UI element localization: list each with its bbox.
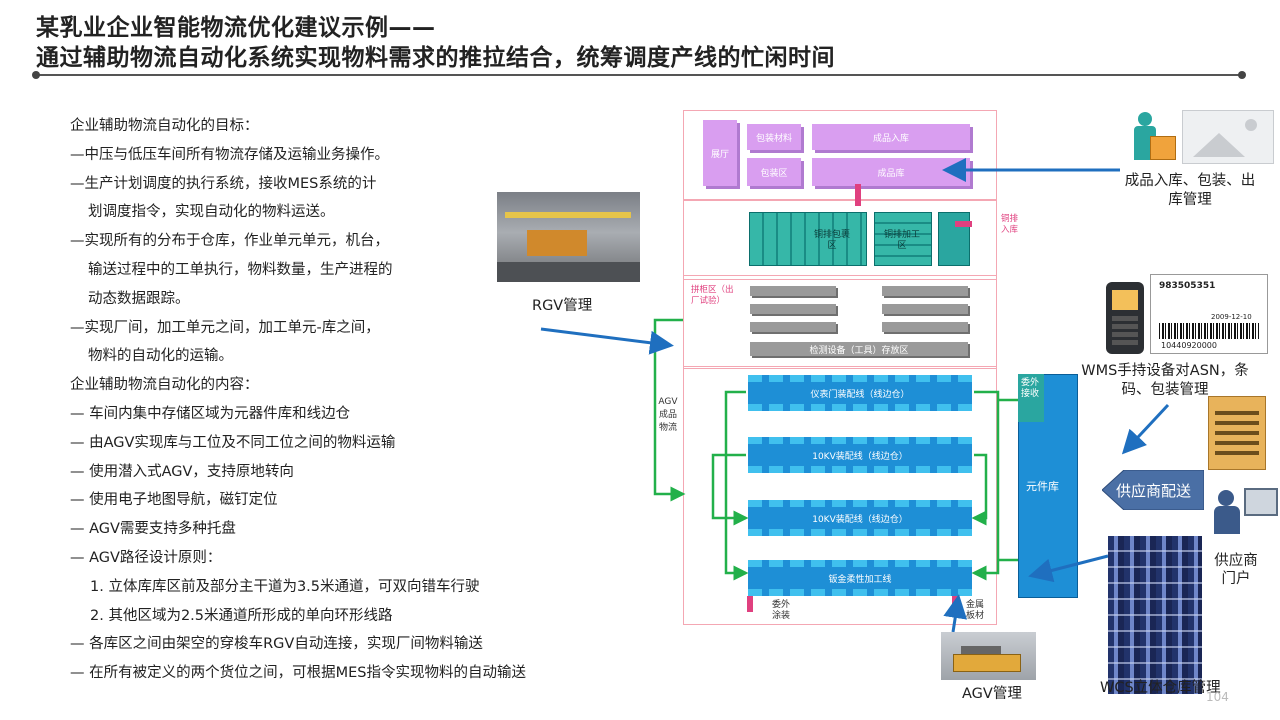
text-list: 企业辅助物流自动化的目标： —中压与低压车间所有物流存储及运输业务操作。 —生产计划… — [70, 112, 590, 688]
text-line: — AGV路径设计原则： — [70, 549, 222, 566]
text-line: 物料的自动化的运输。 — [88, 348, 233, 365]
divider-dot-left — [32, 71, 40, 79]
supplier-portal-caption: 供应商门户 — [1214, 553, 1258, 587]
supplier-delivery-box: 供应商配送 — [1101, 469, 1205, 511]
barcode-digits: 10440920000 — [1161, 341, 1217, 350]
wcs-arrow — [1028, 554, 1109, 583]
text-line: —实现所有的分布于仓库，作业单元单元，机台， — [70, 233, 389, 250]
component-store-label: 元件库 — [1026, 480, 1059, 493]
gray-rack-l3 — [750, 322, 836, 332]
metal-label: 金属板材 — [966, 600, 985, 621]
text-line: 2. 其他区域为2.5米通道所形成的单向环形线路 — [90, 607, 393, 624]
outsource-receive-label: 委外接收 — [1021, 378, 1040, 399]
slide-title-line2: 通过辅助物流自动化系统实现物料需求的推拉结合，统筹调度产线的忙闲时间 — [36, 45, 835, 71]
text-line: 动态数据跟踪。 — [88, 290, 190, 307]
worker-box-icon — [1130, 112, 1178, 164]
text-line: — 使用潜入式AGV，支持原地转向 — [70, 463, 294, 480]
line-10kv-b: 10KV装配线（线边仓） — [748, 500, 972, 536]
fg-caption: 成品入库、包装、出库管理 — [1124, 173, 1256, 208]
text-line: — 使用电子地图导航，磁钉定位 — [70, 492, 278, 509]
copper-in-label: 铜排入库 — [1001, 214, 1019, 235]
line-sheet-metal: 钣金柔性加工线 — [748, 560, 972, 596]
agv-caption: AGV管理 — [962, 686, 1022, 702]
wcs-caption: WCS立体仓库管理 — [1100, 680, 1221, 696]
building-icon — [1208, 396, 1266, 470]
agv-fg-label: AGV成品物流 — [658, 397, 678, 433]
rgv-arrow — [540, 327, 674, 355]
line-instrument-door: 仪表门装配线（线边仓） — [748, 375, 972, 411]
agv-photo — [941, 632, 1036, 680]
copper-process-block — [874, 212, 932, 266]
barcode-date: 2009-12-10 — [1211, 313, 1252, 321]
copper-pack-label: 铜排包裹区 — [813, 230, 850, 251]
copper-pack-block — [749, 212, 867, 266]
text-line: — 在所有被定义的两个货位之间，可根据MES指令实现物料的自动输送 — [70, 665, 526, 682]
slide-title-line1: 某乳业企业智能物流优化建议示例—— — [36, 15, 436, 41]
wcs-warehouse-photo — [1108, 536, 1202, 694]
text-line: — AGV需要支持多种托盘 — [70, 521, 236, 538]
text-line: —生产计划调度的执行系统，接收MES系统的计 — [70, 175, 377, 192]
rgv-photo — [497, 192, 640, 282]
title-divider — [32, 71, 1246, 79]
fg-in-block: 成品入库 — [812, 124, 970, 150]
barcode-label: 983505351 2009-12-10 10440920000 — [1150, 274, 1268, 354]
agv-arrow — [943, 594, 968, 633]
wms-caption: WMS手持设备对ASN，条码、包装管理 — [1081, 363, 1249, 398]
text-line: — 车间内集中存储区域为元器件库和线边仓 — [70, 405, 351, 422]
supplier-delivery-label: 供应商配送 — [1116, 482, 1192, 500]
text-line: 企业辅助物流自动化的目标： — [70, 118, 259, 134]
page-number: 104 — [1206, 690, 1229, 704]
exhibit-hall: 展厅 — [703, 120, 737, 186]
text-line: — 由AGV实现库与工位及不同工位之间的物料运输 — [70, 434, 396, 451]
text-line: 企业辅助物流自动化的内容： — [70, 377, 259, 394]
handheld-scanner-icon — [1106, 282, 1144, 354]
out-paint-label: 委外涂装 — [772, 600, 791, 621]
text-line: 输送过程中的工单执行，物料数量，生产进程的 — [88, 261, 393, 278]
pack-material-block: 包装材料 — [747, 124, 801, 150]
rgv-caption: RGV管理 — [532, 298, 593, 314]
outsource-receive-block — [1018, 374, 1044, 422]
text-line: — 各库区之间由架空的穿梭车RGV自动连接，实现厂间物料输送 — [70, 636, 483, 653]
divider-dot-right — [1238, 71, 1246, 79]
gray-rack-r3 — [882, 322, 968, 332]
test-store-bar: 检测设备（工具）存放区 — [750, 342, 968, 356]
text-line: 划调度指令，实现自动化的物料运送。 — [88, 204, 335, 221]
pack-area-block: 包装区 — [747, 158, 801, 186]
gray-rack-l2 — [750, 304, 836, 314]
text-line: —实现厂间，加工单元之间，加工单元-库之间， — [70, 319, 380, 336]
image-placeholder-icon — [1182, 110, 1274, 164]
wms-arrow — [1121, 403, 1170, 455]
copper-process-label: 铜排加工区 — [883, 230, 920, 251]
gray-rack-l1 — [750, 286, 836, 296]
gray-rack-r2 — [882, 304, 968, 314]
person-computer-icon — [1212, 480, 1278, 538]
barcode-number: 983505351 — [1159, 281, 1216, 291]
green-agv-paths — [653, 318, 1018, 581]
assemble-label: 拼柜区（出厂试验） — [691, 285, 734, 306]
gray-rack-r1 — [882, 286, 968, 296]
text-line: —中压与低压车间所有物流存储及运输业务操作。 — [70, 146, 389, 163]
text-line: 1. 立体库库区前及部分主干道为3.5米通道，可双向错车行驶 — [90, 578, 480, 595]
line-10kv-a: 10KV装配线（线边仓） — [748, 437, 972, 473]
